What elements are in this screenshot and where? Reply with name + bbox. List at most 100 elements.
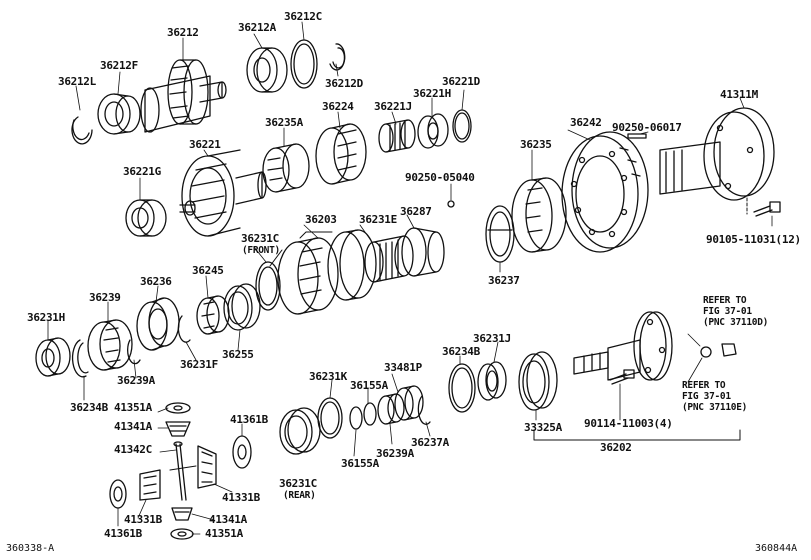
callout-41331B-right: 41331B (222, 491, 260, 504)
bolt-90114-11003 (609, 369, 635, 385)
snap-ring-36212C (290, 39, 318, 89)
callout-41351A-top: 41351A (114, 401, 152, 414)
callout-36212: 36212 (167, 26, 199, 39)
callout-36234B-lower: 36234B (442, 345, 480, 358)
ring-36231F (177, 315, 191, 343)
callout-36155A-lower: 36155A (341, 457, 379, 470)
ring-gear-36242 (561, 131, 649, 253)
callout-36202: 36202 (600, 441, 632, 454)
ring-36231C-front (255, 261, 281, 311)
ring-36237 (485, 205, 515, 263)
callout-front-note: (FRONT) (242, 245, 280, 256)
callout-36237A: 36237A (411, 436, 449, 449)
callout-36255: 36255 (222, 348, 254, 361)
figure-id-left: 360338-A (6, 543, 55, 554)
callout-36231K: 36231K (309, 370, 347, 383)
callout-36231F: 36231F (180, 358, 218, 371)
needle-bearing-36231E (364, 235, 414, 283)
needle-bearing-36221J (378, 119, 416, 153)
gear-36203 (277, 229, 377, 315)
ring-36155A-a (349, 406, 363, 430)
ring-36231C-rear (279, 407, 321, 455)
reference-line: REFER TO (682, 380, 726, 391)
callout-90105-11031: 90105-11031(12) (706, 233, 801, 246)
pin-90250-06017 (627, 133, 647, 139)
callout-41342C: 41342C (114, 443, 152, 456)
callout-36221J: 36221J (374, 100, 412, 113)
figure-id-right: 360844A (755, 543, 798, 554)
callout-36212A: 36212A (238, 21, 276, 34)
callout-36231C-rear: 36231C (279, 477, 317, 490)
callout-41341A-bottom: 41341A (209, 513, 247, 526)
side-gear-41331B-left (139, 469, 161, 501)
callout-36203: 36203 (305, 213, 337, 226)
callout-33325A: 33325A (524, 421, 562, 434)
reference-note-37110E: REFER TO FIG 37-01 (PNC 37110E) (682, 380, 747, 413)
callout-36231J: 36231J (473, 332, 511, 345)
callout-36236: 36236 (140, 275, 172, 288)
callout-36224: 36224 (322, 100, 354, 113)
sleeve-36236 (136, 297, 180, 351)
reference-line: FIG 37-01 (703, 306, 752, 317)
callout-41331B-left: 41331B (124, 513, 162, 526)
callout-36231H: 36231H (27, 311, 65, 324)
ring-36234B-lower (448, 363, 476, 413)
callout-36221: 36221 (189, 138, 221, 151)
callout-36235: 36235 (520, 138, 552, 151)
callout-41361B-right: 41361B (230, 413, 268, 426)
washer-41361B-right (232, 435, 252, 469)
callout-36212L: 36212L (58, 75, 96, 88)
callout-90114-11003: 90114-11003(4) (584, 417, 673, 430)
callout-36239A: 36239A (117, 374, 155, 387)
nut-and-washer (700, 343, 737, 358)
bearing-36212A (246, 47, 288, 93)
retaining-ring-36212L (71, 116, 93, 145)
callout-36212D: 36212D (325, 77, 363, 90)
sleeve-36235A (262, 143, 310, 193)
bearing-36231H (35, 337, 71, 377)
callout-36287: 36287 (400, 205, 432, 218)
bolt-90105-11031 (753, 201, 781, 217)
callout-36235A: 36235A (265, 116, 303, 129)
callout-36242: 36242 (570, 116, 602, 129)
ring-36212D (329, 43, 346, 71)
callout-36212C: 36212C (284, 10, 322, 23)
callout-90250-06017: 90250-06017 (612, 121, 682, 134)
side-gear-41331B-right (197, 445, 217, 489)
reference-line: FIG 37-01 (682, 391, 731, 402)
reference-note-37110D: REFER TO FIG 37-01 (PNC 37110D) (703, 295, 768, 328)
reference-line: (PNC 37110D) (703, 317, 769, 328)
ring-36155A-b (363, 402, 377, 426)
reference-line: REFER TO (703, 295, 747, 306)
collar-36287 (401, 227, 445, 277)
callout-36221D: 36221D (442, 75, 480, 88)
synchro-33481P (394, 385, 424, 421)
gear-shaft-36212 (140, 59, 227, 133)
callout-36237: 36237 (488, 274, 520, 287)
reference-line: (PNC 37110E) (682, 402, 748, 413)
bearing-36221G (125, 199, 167, 237)
callout-36245: 36245 (192, 264, 224, 277)
hub-36239A (377, 393, 405, 425)
washer-41351A-bottom (170, 528, 194, 540)
callout-rear-note: (REAR) (283, 490, 316, 501)
snap-ring-36234B (71, 339, 89, 378)
ring-36237A (417, 395, 431, 425)
bearing-36221H (417, 113, 449, 149)
callout-36231C-front: 36231C (241, 232, 279, 245)
gear-36235 (511, 177, 567, 253)
output-shaft-36202 (573, 311, 673, 381)
pinion-41341A-bottom (171, 507, 193, 521)
gear-36224 (315, 123, 367, 185)
callout-90250-05040: 90250-05040 (405, 171, 475, 184)
callout-36155A-upper: 36155A (350, 379, 388, 392)
callout-36239A-lower: 36239A (376, 447, 414, 460)
diff-case-41311M (659, 107, 775, 201)
hub-36239 (87, 319, 133, 371)
callout-33481P: 33481P (384, 361, 422, 374)
callout-41361B-left: 41361B (104, 527, 142, 540)
callout-41341A-top: 41341A (114, 420, 152, 433)
ring-36255 (223, 283, 261, 331)
